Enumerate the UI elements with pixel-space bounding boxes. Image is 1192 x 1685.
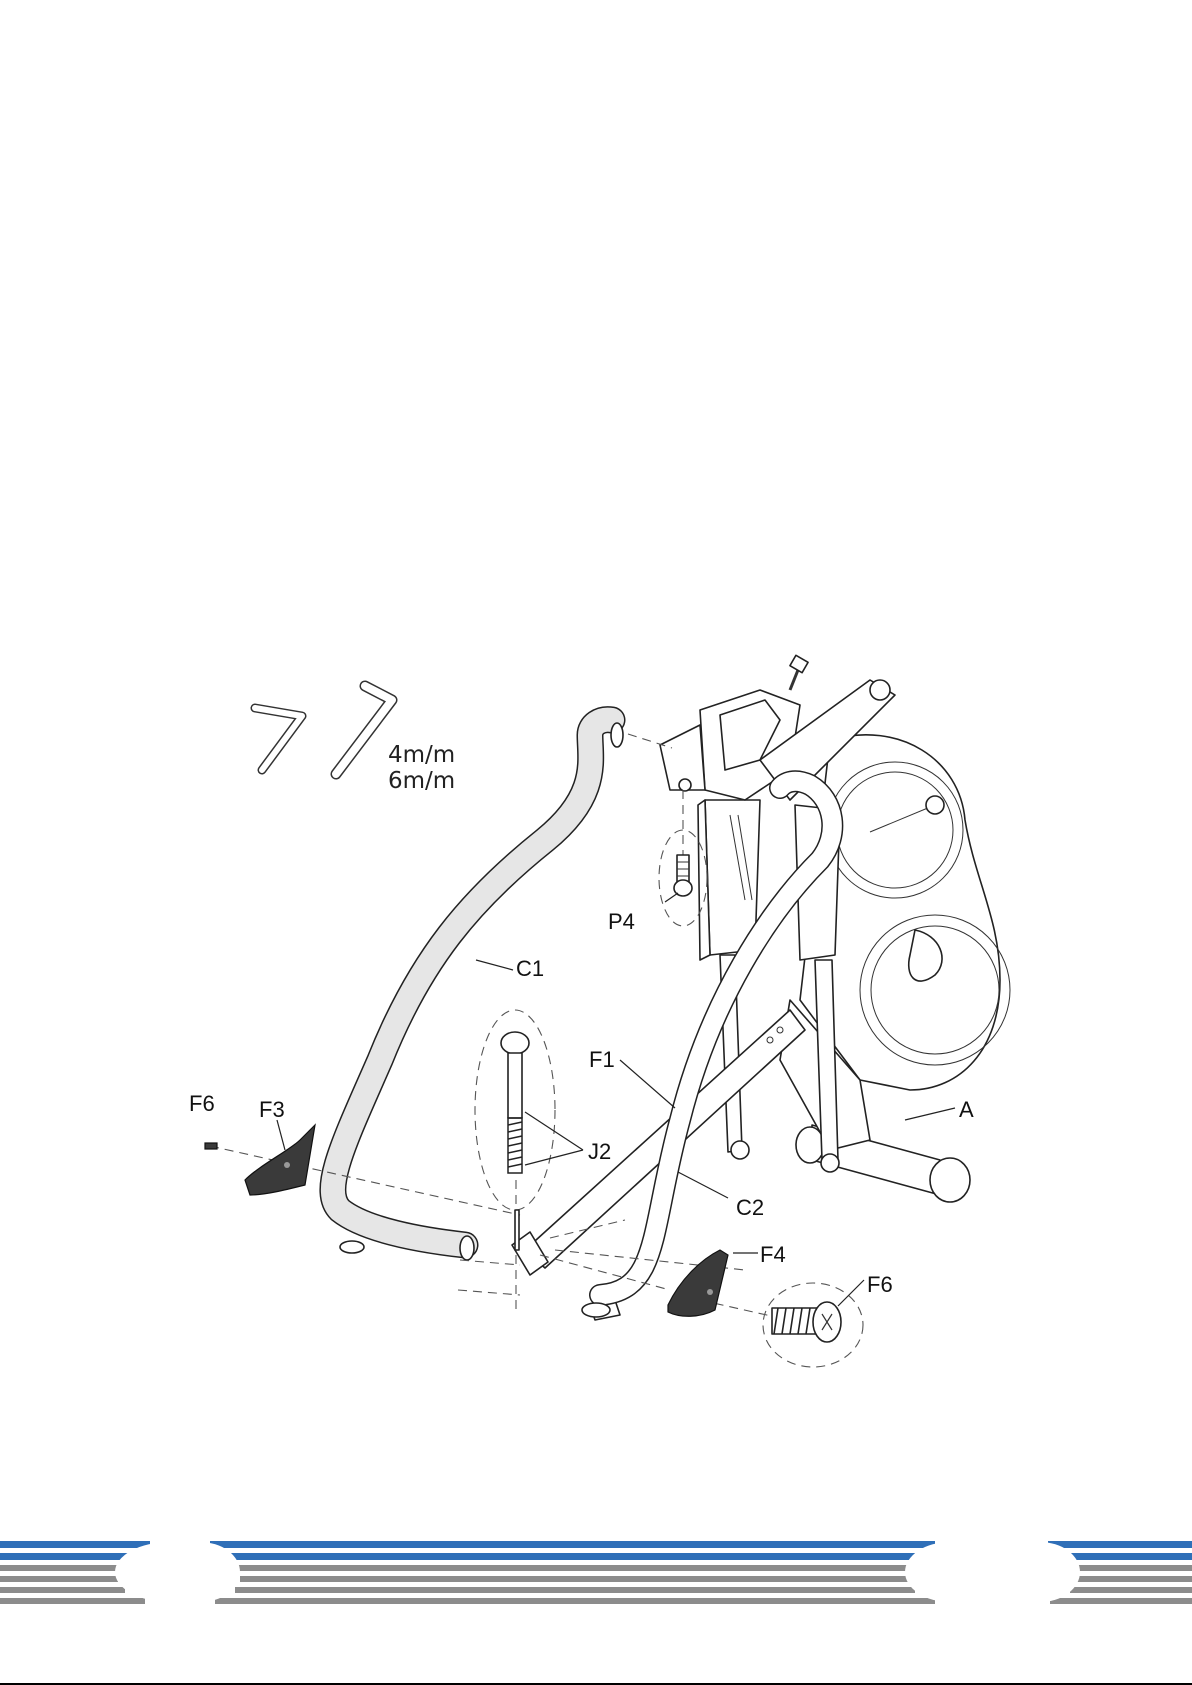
label-c1: C1 [516,956,544,981]
label-p4: P4 [608,909,635,934]
label-c2: C2 [736,1195,764,1220]
bolt-j2-icon [475,1010,555,1250]
footer-stripes [0,1541,1192,1604]
label-f6-left: F6 [189,1091,215,1116]
handle-tube-c1 [333,720,623,1260]
footer-stripe-center [160,1541,995,1604]
label-j2: J2 [588,1139,611,1164]
label-f4: F4 [760,1242,786,1267]
end-cap-f3-icon [245,1125,315,1195]
hex-key-4mm-icon [255,708,302,770]
label-f1: F1 [589,1047,615,1072]
hex-key-size-large: 6m/m [388,768,455,794]
footer-stripe-right [1000,1541,1192,1604]
end-cap-f4-icon [668,1250,728,1316]
label-a: A [959,1097,974,1122]
assembly-guide-lines [210,734,780,1318]
label-f6-right: F6 [867,1272,893,1297]
hex-key-size-small: 4m/m [388,742,455,768]
label-f3: F3 [259,1097,285,1122]
hex-key-6mm-icon [336,686,392,774]
screw-f6-small-icon [205,1143,217,1149]
